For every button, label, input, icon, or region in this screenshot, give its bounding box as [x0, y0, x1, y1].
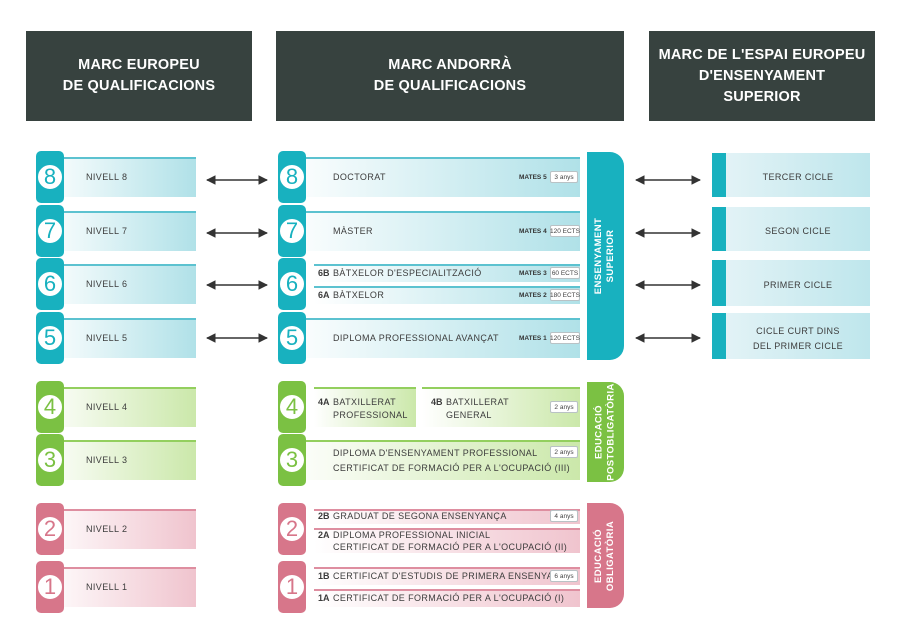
andorra-6a-credits-badge: 180 ECTS [550, 289, 580, 301]
andorra-level-5-bar [284, 318, 580, 358]
andorra-level-5-mates: MATES 1 [519, 335, 547, 342]
eqf-level-5-number: 5 [36, 324, 64, 352]
andorra-1b-bar [314, 567, 580, 585]
andorra-6a-mates: MATES 2 [519, 292, 547, 299]
andorra-level-5-label: DIPLOMA PROFESSIONAL AVANÇAT [333, 333, 499, 343]
andorra-level-3-number: 3 [278, 446, 306, 474]
band-ensenyament-superior: ENSENYAMENT SUPERIOR [587, 152, 624, 360]
andorra-6b-label: BÀTXELOR D'ESPECIALITZACIÓ [333, 268, 482, 278]
eqf-level-7-bar [40, 211, 196, 251]
eqf-level-2-number: 2 [36, 515, 64, 543]
eqf-level-6-label: NIVELL 6 [86, 279, 128, 289]
andorra-level-5-number: 5 [278, 324, 306, 352]
eqf-level-5-label: NIVELL 5 [86, 333, 128, 343]
andorra-6a-bar [314, 286, 580, 304]
eqf-level-7-number: 7 [36, 217, 64, 245]
andorra-master-label: MÀSTER [333, 226, 373, 236]
ehea-primer-cicle: PRIMER CICLE [712, 260, 870, 306]
eqf-level-1-label: NIVELL 1 [86, 582, 128, 592]
header-eqf: MARC EUROPEU DE QUALIFICACIONS [26, 31, 252, 121]
andorra-level-3-bar [284, 440, 580, 480]
andorra-level-4-duration-badge: 2 anys [550, 401, 578, 413]
andorra-level-7-bar [284, 211, 580, 251]
eqf-level-2-label: NIVELL 2 [86, 524, 128, 534]
eqf-level-4-bar [40, 387, 196, 427]
andorra-level-8-bar [284, 157, 580, 197]
eqf-level-6-bar [40, 264, 196, 304]
eqf-level-3-bar [40, 440, 196, 480]
header-ehea: MARC DE L'ESPAI EUROPEU D'ENSENYAMENT SU… [649, 31, 875, 121]
ehea-tercer-cicle: TERCER CICLE [712, 153, 870, 197]
andorra-1b-label: CERTIFICAT D'ESTUDIS DE PRIMERA ENSENYAN… [333, 571, 574, 581]
eqf-level-7-label: NIVELL 7 [86, 226, 128, 236]
ehea-primer-cicle-label: PRIMER CICLE [763, 280, 833, 290]
andorra-2b-bar [314, 509, 580, 524]
eqf-level-8-bar [40, 157, 196, 197]
andorra-level-2-number: 2 [278, 515, 306, 543]
andorra-2a-code: 2A [318, 530, 330, 540]
eqf-level-4-label: NIVELL 4 [86, 402, 128, 412]
band-educacio-postobligatoria: EDUCACIÓ POSTOBLIGATÒRIA [587, 382, 624, 482]
andorra-2b-code: 2B [318, 511, 330, 521]
eqf-level-1-number: 1 [36, 573, 64, 601]
ehea-tercer-cicle-label: TERCER CICLE [762, 172, 834, 182]
ehea-cicle-curt-label: CICLE CURT DINS DEL PRIMER CICLE [752, 326, 844, 351]
andorra-2b-duration-badge: 4 anys [550, 510, 578, 522]
andorra-6a-label: BÀTXELOR [333, 290, 385, 300]
andorra-level-3-duration-badge: 2 anys [550, 446, 578, 458]
eqf-level-8-number: 8 [36, 163, 64, 191]
andorra-level-6-number: 6 [278, 270, 306, 298]
andorra-1b-code: 1B [318, 571, 330, 581]
eqf-level-5-bar [40, 318, 196, 358]
eqf-level-6-number: 6 [36, 270, 64, 298]
ehea-cicle-curt: CICLE CURT DINS DEL PRIMER CICLE [712, 313, 870, 359]
eqf-level-3-label: NIVELL 3 [86, 455, 128, 465]
andorra-4b-label: BATXILLERAT GENERAL [446, 397, 510, 420]
eqf-level-4-number: 4 [36, 393, 64, 421]
band-educacio-obligatoria: EDUCACIÓ OBLIGATÒRIA [587, 503, 624, 608]
andorra-level-4-number: 4 [278, 393, 306, 421]
andorra-6b-bar [314, 264, 580, 282]
andorra-6b-code: 6B [318, 268, 330, 278]
andorra-level-7-credits-badge: 120 ECTS [550, 225, 580, 237]
andorra-2a-label: DIPLOMA PROFESSIONAL INICIAL CERTIFICAT … [333, 530, 568, 552]
andorra-1b-duration-badge: 6 anys [550, 570, 578, 582]
andorra-level-5-credits-badge: 120 ECTS [550, 332, 580, 344]
eqf-level-3-number: 3 [36, 446, 64, 474]
andorra-6b-mates: MATES 3 [519, 270, 547, 277]
andorra-4a-bar [314, 387, 416, 427]
andorra-6a-code: 6A [318, 290, 330, 300]
andorra-level-8-duration-badge: 3 anys [550, 171, 578, 183]
eqf-level-1-bar [40, 567, 196, 607]
andorra-4a-code: 4A [318, 397, 330, 407]
ehea-segon-cicle: SEGON CICLE [712, 207, 870, 251]
andorra-1a-code: 1A [318, 593, 330, 603]
andorra-level-1-number: 1 [278, 573, 306, 601]
andorra-level-8-number: 8 [278, 163, 306, 191]
andorra-1a-label: CERTIFICAT DE FORMACIÓ PER A L'OCUPACIÓ … [333, 593, 565, 603]
eqf-level-8-label: NIVELL 8 [86, 172, 128, 182]
andorra-level-7-mates: MATES 4 [519, 228, 547, 235]
andorra-4a-label: BATXILLERAT PROFESSIONAL [333, 397, 408, 420]
andorra-level-7-number: 7 [278, 217, 306, 245]
eqf-level-2-bar [40, 509, 196, 549]
andorra-1a-bar [314, 589, 580, 607]
andorra-4b-code: 4B [431, 397, 443, 407]
andorra-2b-label: GRADUAT DE SEGONA ENSENYANÇA [333, 511, 507, 521]
andorra-level-3-label: DIPLOMA D'ENSENYAMENT PROFESSIONAL CERTI… [333, 448, 571, 473]
andorra-level-8-mates: MATES 5 [519, 174, 547, 181]
andorra-6b-credits-badge: 60 ECTS [550, 267, 580, 279]
andorra-doctorat-label: DOCTORAT [333, 172, 386, 182]
andorra-2a-bar [314, 528, 580, 553]
ehea-segon-cicle-label: SEGON CICLE [765, 226, 831, 236]
header-andorra: MARC ANDORRÀ DE QUALIFICACIONS [276, 31, 624, 121]
